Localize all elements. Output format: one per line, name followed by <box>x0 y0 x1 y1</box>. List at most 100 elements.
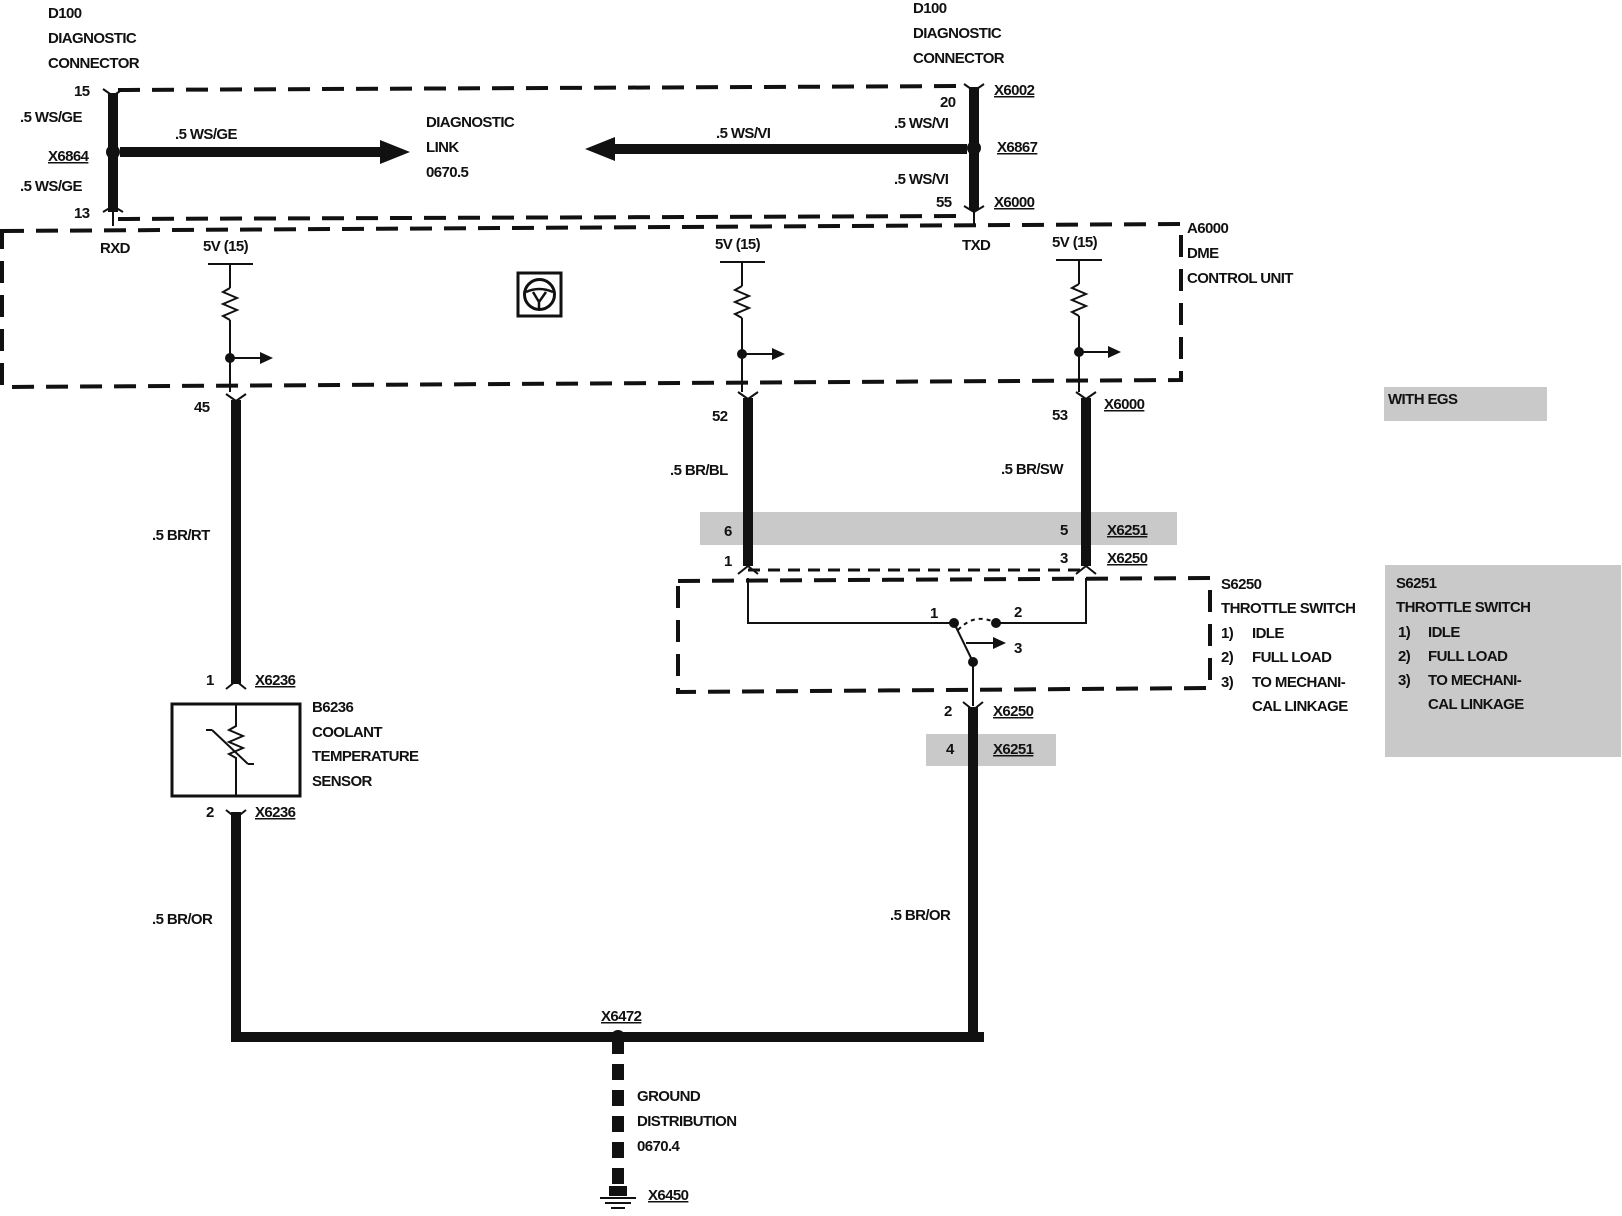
s6250-item1-text: IDLE <box>1252 625 1284 642</box>
wire-ground-left: .5 BR/OR <box>152 911 213 928</box>
ground-line3: 0670.4 <box>637 1138 681 1155</box>
s6251-ref: S6251 <box>1396 575 1437 592</box>
coolant-pin-top: 1 <box>206 672 214 689</box>
s6251-item2-num: 2) <box>1398 648 1411 665</box>
diag-link-wire-left: .5 WS/GE <box>175 126 237 143</box>
d100-right-pin-top: 20 <box>940 94 956 111</box>
diag-link-line3: 0670.5 <box>426 164 469 181</box>
x6250-pin-c: 2 <box>944 703 952 720</box>
s6250-item2-text: FULL LOAD <box>1252 649 1332 666</box>
d100-right-wire-bottom: .5 WS/VI <box>894 171 949 188</box>
wire-coolant: .5 BR/RT <box>152 527 210 544</box>
ground-line1: GROUND <box>637 1088 701 1105</box>
s6250-title: THROTTLE SWITCH <box>1221 600 1355 617</box>
with-egs-shading <box>700 387 1621 766</box>
wire-idle: .5 BR/BL <box>670 462 728 479</box>
diag-link-line2: LINK <box>426 139 459 156</box>
switch-pin-2: 2 <box>1014 604 1022 621</box>
d100-right-line1: DIAGNOSTIC <box>913 25 1002 42</box>
coolant-ref: B6236 <box>312 699 353 716</box>
rxd-label: RXD <box>100 240 131 257</box>
wire-harness <box>225 391 1097 1188</box>
d100-left-wire-top: .5 WS/GE <box>20 109 82 126</box>
resistor-icon <box>226 704 246 796</box>
dme-line2: CONTROL UNIT <box>1187 270 1293 287</box>
s6251-title: THROTTLE SWITCH <box>1396 599 1530 616</box>
coolant-sensor-box <box>170 702 302 798</box>
x6250-pin-a: 1 <box>724 553 732 570</box>
resistor-icon <box>220 287 240 321</box>
x6251-label-bottom: X6251 <box>993 741 1034 758</box>
s6250-item3-text: TO MECHANI- <box>1252 674 1346 691</box>
pull-up-circuit-52 <box>720 261 785 392</box>
supply-label-45: 5V (15) <box>203 238 249 255</box>
dme-pin-53: 53 <box>1052 407 1068 424</box>
coolant-pin-bottom: 2 <box>206 804 214 821</box>
dme-connector: X6000 <box>1104 396 1145 413</box>
ground-line2: DISTRIBUTION <box>637 1113 736 1130</box>
d100-left-pin-bottom: 13 <box>74 205 90 222</box>
with-egs-shade <box>1384 387 1547 421</box>
coolant-connector-bottom: X6236 <box>255 804 296 821</box>
steering-wheel-icon <box>516 271 563 318</box>
resistor-icon <box>1069 283 1089 317</box>
x6250-pin-b: 3 <box>1060 550 1068 567</box>
d100-right-connector-bottom: X6000 <box>994 194 1035 211</box>
ground-point: X6450 <box>648 1187 689 1204</box>
s6251-item3-num: 3) <box>1398 672 1411 689</box>
switch-pin-3: 3 <box>1014 640 1022 657</box>
with-egs-label: WITH EGS <box>1388 391 1458 408</box>
d100-right-splice: X6867 <box>997 139 1038 156</box>
coolant-line3: SENSOR <box>312 773 373 790</box>
dme-line1: DME <box>1187 245 1219 262</box>
d100-right-ref: D100 <box>913 0 947 17</box>
x6251-bottom-shade <box>926 734 1056 766</box>
x6251-label-top: X6251 <box>1107 522 1148 539</box>
d100-right-wire-top: .5 WS/VI <box>894 115 949 132</box>
supply-label-53: 5V (15) <box>1052 234 1098 251</box>
txd-label: TXD <box>962 237 991 254</box>
d100-left-wire-bottom: .5 WS/GE <box>20 178 82 195</box>
s6251-item2-text: FULL LOAD <box>1428 648 1508 665</box>
diag-link-wire-right: .5 WS/VI <box>716 125 771 142</box>
d100-left-line2: CONNECTOR <box>48 55 140 72</box>
d100-right-connector-top: X6002 <box>994 82 1035 99</box>
x6251-top-shade <box>700 512 1177 545</box>
s6250-item2-num: 2) <box>1221 649 1234 666</box>
pull-up-circuit-45 <box>208 263 273 392</box>
d100-left-line1: DIAGNOSTIC <box>48 30 137 47</box>
wire-ground-right: .5 BR/OR <box>890 907 951 924</box>
s6251-shade <box>1385 565 1621 757</box>
d100-right-line2: CONNECTOR <box>913 50 1005 67</box>
pull-up-circuit-53 <box>1056 259 1121 392</box>
s6251-item3-text: TO MECHANI- <box>1428 672 1522 689</box>
x6251-pin-a: 6 <box>724 523 732 540</box>
d100-left-splice: X6864 <box>48 148 90 165</box>
coolant-line2: TEMPERATURE <box>312 748 419 765</box>
s6251-item4-text: CAL LINKAGE <box>1428 696 1524 713</box>
switch-pin-1: 1 <box>930 605 938 622</box>
d100-left-ref: D100 <box>48 5 82 22</box>
dme-control-unit-box <box>0 221 1183 392</box>
s6250-ref: S6250 <box>1221 576 1262 593</box>
x6250-label-bottom: X6250 <box>993 703 1034 720</box>
supply-label-52: 5V (15) <box>715 236 761 253</box>
throttle-switch-box <box>676 575 1212 706</box>
dme-ref: A6000 <box>1187 220 1228 237</box>
ground-icon <box>600 1186 636 1209</box>
coolant-line1: COOLANT <box>312 724 382 741</box>
s6250-item4-text: CAL LINKAGE <box>1252 698 1348 715</box>
diagnostic-connector-box <box>102 83 985 226</box>
diag-link-line1: DIAGNOSTIC <box>426 114 515 131</box>
dme-pin-45: 45 <box>194 399 210 416</box>
d100-right-pin-bottom: 55 <box>936 194 952 211</box>
ground-splice: X6472 <box>601 1008 642 1025</box>
s6250-item3-num: 3) <box>1221 674 1234 691</box>
resistor-icon <box>732 285 752 319</box>
wire-full-load: .5 BR/SW <box>1001 461 1064 478</box>
coolant-connector-top: X6236 <box>255 672 296 689</box>
s6251-item1-num: 1) <box>1398 624 1411 641</box>
x6251-pin-b: 5 <box>1060 522 1068 539</box>
d100-left-pin-top: 15 <box>74 83 90 100</box>
